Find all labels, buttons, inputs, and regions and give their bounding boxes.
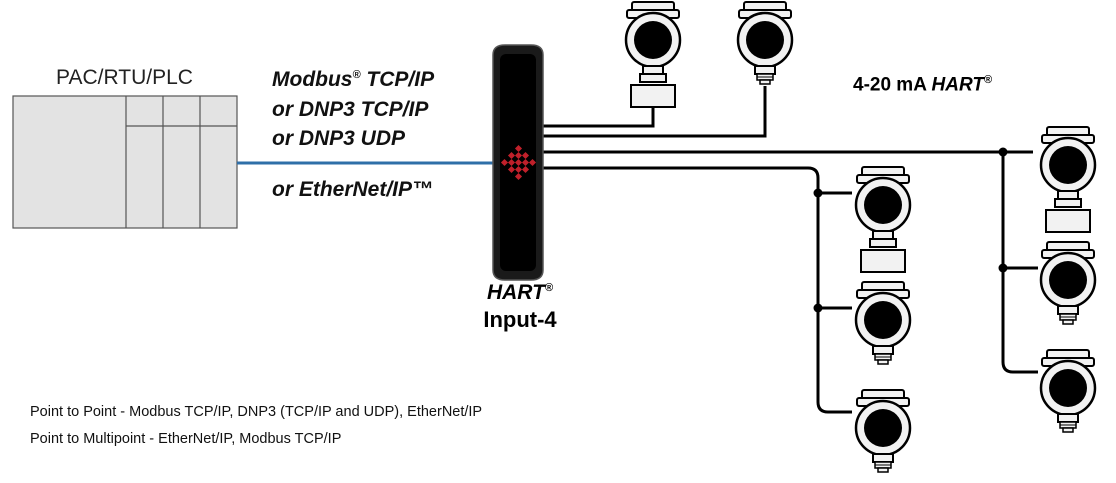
gateway-logo-icon [500,144,537,181]
footnote-point-to-multipoint: Point to Multipoint - EtherNet/IP, Modbu… [30,431,342,447]
gateway-name-line1: HART® [486,281,554,304]
protocol-modbus: Modbus® TCP/IP [272,68,435,91]
transmitter-icon [736,0,794,86]
protocol-dnp3-udp: or DNP3 UDP [272,127,406,150]
plc-rack-icon [12,95,238,229]
footnote-point-to-point: Point to Point - Modbus TCP/IP, DNP3 (TC… [30,404,483,420]
protocol-ethernet-ip: or EtherNet/IP™ [272,178,434,201]
protocol-dnp3-tcp: or DNP3 TCP/IP [272,98,429,121]
transmitter-icon [1039,125,1097,234]
field-signal-label: 4-20 mA HART® [853,74,993,96]
transmitter-icon [624,0,682,109]
hart-wiring [543,86,1038,414]
gateway-name-line2: Input-4 [483,307,557,332]
transmitter-icon [1039,240,1097,326]
transmitter-icon [854,388,912,474]
transmitter-icon [854,280,912,366]
plc-label: PAC/RTU/PLC [56,66,193,89]
transmitter-icon [1039,348,1097,434]
transmitter-icon [854,165,912,274]
gateway-device-icon [492,44,544,281]
wire-junctions [813,147,1008,313]
